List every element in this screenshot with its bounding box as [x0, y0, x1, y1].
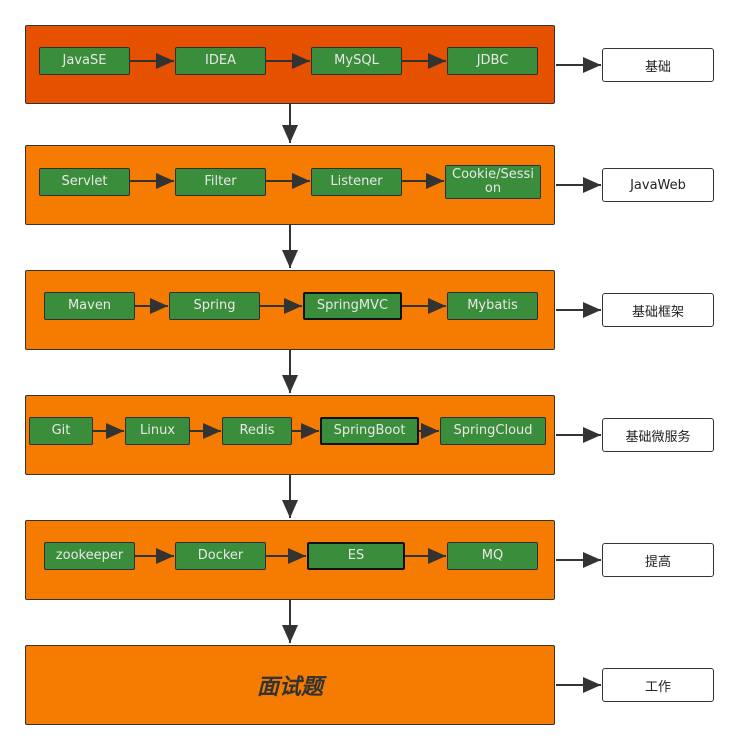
node-javase: JavaSE	[39, 47, 130, 75]
label-basics: 基础	[602, 48, 714, 82]
label-framework: 基础框架	[602, 293, 714, 327]
node-mysql: MySQL	[311, 47, 402, 75]
node-mq: MQ	[447, 542, 538, 570]
node-linux: Linux	[125, 417, 190, 445]
node-redis: Redis	[222, 417, 292, 445]
node-jdbc: JDBC	[447, 47, 538, 75]
node-zookeeper: zookeeper	[44, 542, 135, 570]
label-work: 工作	[602, 668, 714, 702]
label-microservice: 基础微服务	[602, 418, 714, 452]
stage-interview: 面试题	[25, 645, 555, 725]
label-javaweb: JavaWeb	[602, 168, 714, 202]
node-spring: Spring	[169, 292, 260, 320]
label-advanced: 提高	[602, 543, 714, 577]
node-servlet: Servlet	[39, 168, 130, 196]
node-mybatis: Mybatis	[447, 292, 538, 320]
interview-title: 面试题	[256, 675, 323, 700]
node-git: Git	[29, 417, 93, 445]
node-es: ES	[307, 542, 405, 570]
node-listener: Listener	[311, 168, 402, 196]
node-filter: Filter	[175, 168, 266, 196]
node-springcloud: SpringCloud	[440, 417, 546, 445]
node-maven: Maven	[44, 292, 135, 320]
node-docker: Docker	[175, 542, 266, 570]
node-idea: IDEA	[175, 47, 266, 75]
node-cookie-session: Cookie/Session	[445, 165, 541, 199]
node-springmvc: SpringMVC	[303, 292, 402, 320]
node-springboot: SpringBoot	[320, 417, 419, 445]
